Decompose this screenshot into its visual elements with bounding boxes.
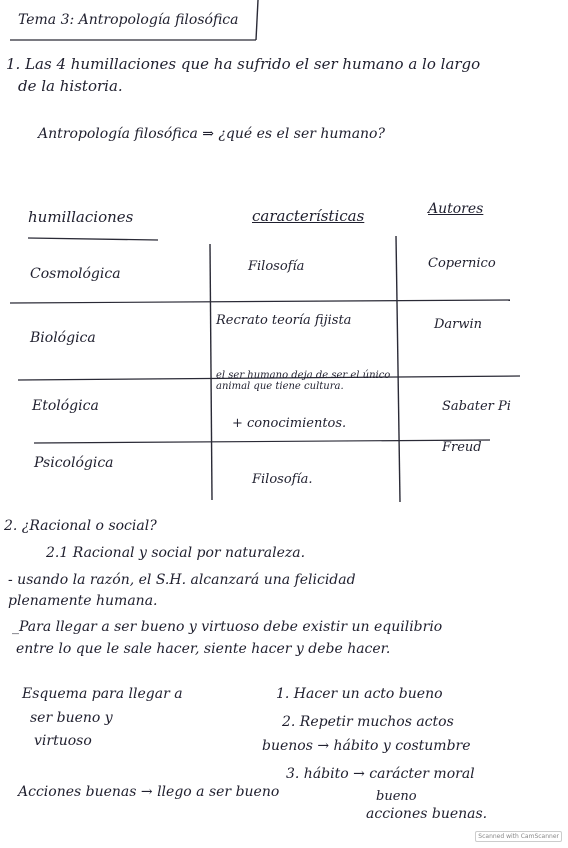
scheme-step3b: bueno — [376, 789, 417, 804]
definition: Antropología filosófica ⇒ ¿qué es el ser… — [38, 126, 385, 142]
section2-p2-line2: entre lo que le sale hacer, siente hacer… — [16, 641, 391, 657]
scheme-step2: 2. Repetir muchos actos — [282, 714, 454, 730]
scheme-bottom-left: Acciones buenas → llego a ser bueno — [18, 784, 280, 800]
table-row-2-caracteristica: Recrato teoría fijista — [216, 313, 352, 328]
scheme-left-line2: ser bueno y — [30, 710, 113, 726]
section2-sub: 2.1 Racional y social por naturaleza. — [46, 545, 306, 561]
table-row-4-autor: Freud — [442, 440, 482, 455]
scheme-step2b: buenos → hábito y costumbre — [262, 738, 471, 754]
camscanner-badge: Scanned with CamScanner — [475, 831, 562, 842]
scheme-step1: 1. Hacer un acto bueno — [276, 686, 443, 702]
section2-p2-line1: _Para llegar a ser bueno y virtuoso debe… — [12, 619, 443, 635]
header-humillaciones: humillaciones — [28, 208, 134, 226]
table-row-2-humillacion: Biológica — [30, 330, 96, 346]
table-row-1-humillacion: Cosmológica — [30, 266, 121, 282]
table-row-4-humillacion: Psicológica — [34, 455, 114, 471]
table-row-2-autor: Darwin — [434, 317, 483, 332]
table-row-3-caracteristica: el ser humano deja de ser el único anima… — [216, 370, 391, 392]
header-caracteristicas: características — [252, 207, 365, 225]
table-row-1-autor: Copernico — [428, 256, 496, 271]
section1-line1: 1. Las 4 humillaciones que ha sufrido el… — [6, 55, 481, 73]
table-row-3-humillacion: Etológica — [32, 398, 99, 414]
section2-p1-line1: - usando la razón, el S.H. alcanzará una… — [8, 572, 356, 588]
table-row-4-caracteristica: Filosofía. — [252, 472, 313, 487]
scheme-left-line3: virtuoso — [34, 733, 92, 749]
table-row-3-extra: + conocimientos. — [232, 416, 347, 431]
section2-p1-line2: plenamente humana. — [8, 593, 158, 609]
scheme-step3: 3. hábito → carácter moral — [286, 766, 475, 782]
table-row-3-autor: Sabater Pi — [442, 399, 511, 414]
page-title: Tema 3: Antropología filosófica — [18, 12, 239, 28]
scheme-left-line1: Esquema para llegar a — [22, 686, 183, 702]
table-row-1-caracteristica: Filosofía — [248, 259, 305, 274]
header-autores: Autores — [428, 201, 484, 217]
scheme-step3c: acciones buenas. — [366, 806, 488, 822]
section2-heading: 2. ¿Racional o social? — [4, 518, 157, 534]
section1-line2: de la historia. — [18, 77, 123, 95]
